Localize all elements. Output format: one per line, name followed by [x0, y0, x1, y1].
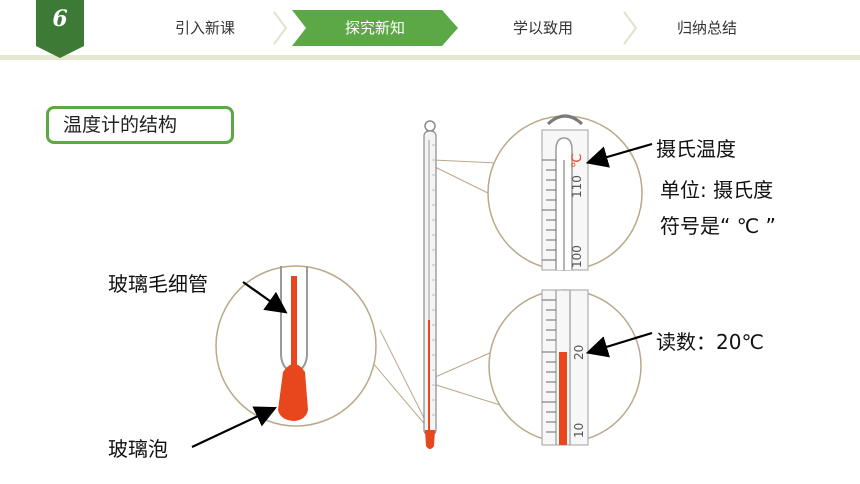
tab-intro[interactable]: 引入新课: [174, 19, 235, 37]
capillary-label: 玻璃毛细管: [108, 272, 208, 296]
main-thermometer: [423, 120, 437, 449]
tab-separator-2: [623, 11, 638, 45]
capillary-arrow: [242, 281, 288, 314]
tab-summary[interactable]: 归纳总结: [676, 19, 737, 37]
celsius-label: 摄氏温度: [656, 137, 736, 161]
page-number-badge: 6: [36, 0, 84, 60]
page-number: 6: [52, 6, 68, 32]
zoom-connector-lines: [371, 159, 501, 429]
tab-explore[interactable]: 探究新知: [344, 19, 405, 37]
zoom-circle-top: 110 ℃ 100: [487, 114, 643, 271]
unit-label: 单位: 摄氏度: [660, 178, 774, 202]
tab-separator-1: [273, 11, 288, 45]
tab-apply[interactable]: 学以致用: [512, 19, 573, 37]
bottom-scale-label-20: 20: [572, 345, 586, 360]
active-tab-arrow: [292, 10, 458, 46]
bottom-scale-label-10: 10: [572, 423, 586, 438]
nav-divider: [0, 55, 860, 60]
top-scale-label-100: 100: [570, 245, 584, 268]
reading-arrow: [585, 331, 653, 358]
top-scale-label-110: 110: [570, 175, 584, 198]
reading-label: 读数：20℃: [656, 330, 764, 354]
bulb-arrow: [191, 406, 277, 448]
zoom-circle-bulb: [215, 265, 377, 427]
bulb-label: 玻璃泡: [108, 437, 168, 461]
zoom-circle-bottom: 20 10: [488, 289, 642, 446]
section-title: 温度计的结构: [46, 106, 234, 144]
celsius-unit-mark: ℃: [570, 153, 585, 168]
celsius-arrow: [585, 142, 653, 168]
symbol-label: 符号是“ ℃ ”: [660, 214, 776, 238]
